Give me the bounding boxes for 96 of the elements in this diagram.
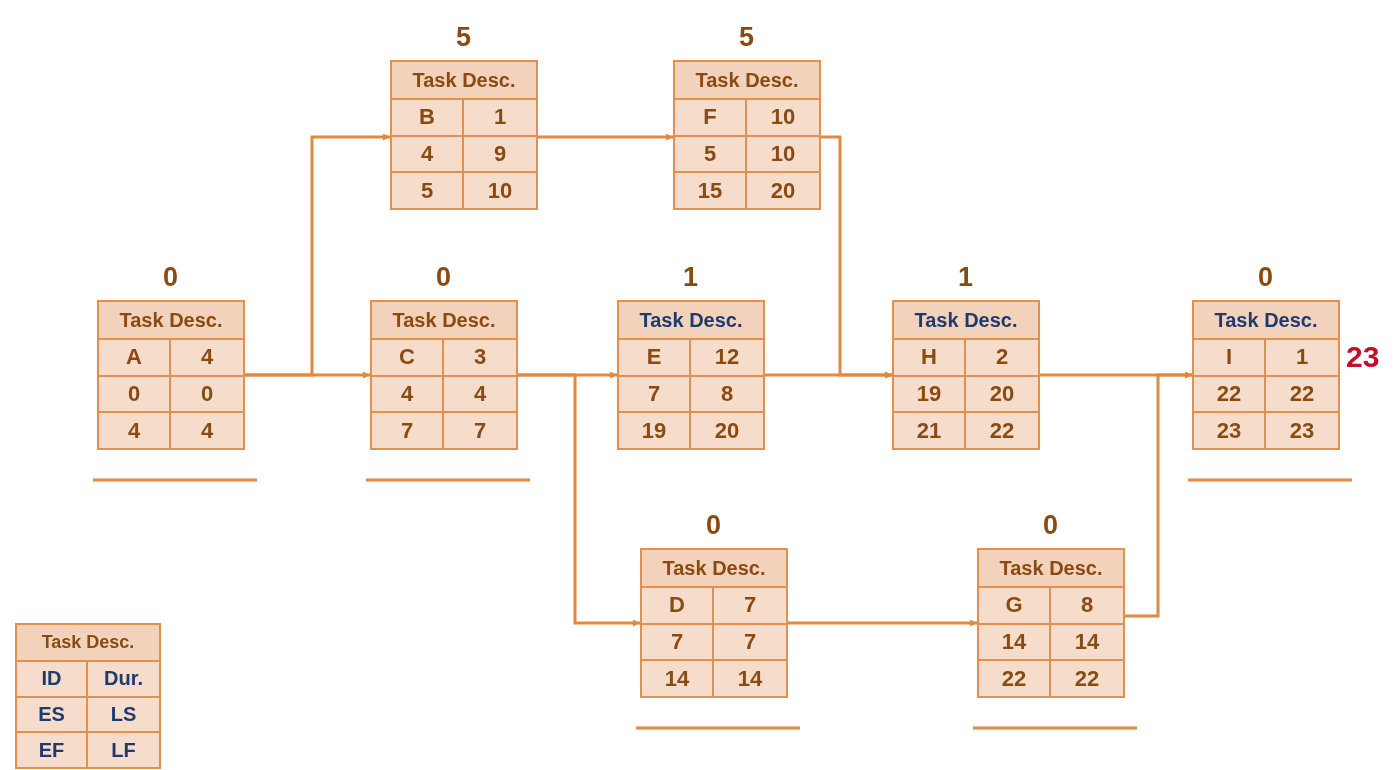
slack-value: 5 xyxy=(739,22,755,53)
early-finish: 4 xyxy=(99,411,171,448)
early-start: 7 xyxy=(619,374,691,412)
arrow xyxy=(1125,371,1192,618)
activity-id: D xyxy=(642,586,714,623)
activity-table xyxy=(673,60,821,210)
late-finish: 20 xyxy=(691,411,763,448)
early-finish: 19 xyxy=(619,411,691,448)
late-start: 9 xyxy=(464,134,536,172)
early-finish: 22 xyxy=(979,659,1051,696)
early-finish: 14 xyxy=(642,659,714,696)
slack-value: 1 xyxy=(683,262,699,293)
slack-value: 1 xyxy=(958,262,974,293)
task-description-header: Task Desc. xyxy=(675,62,819,98)
early-start: 0 xyxy=(99,374,171,412)
late-start: 14 xyxy=(1051,622,1123,660)
late-start: 0 xyxy=(171,374,243,412)
slack-value: 5 xyxy=(456,22,472,53)
activity-id: ID xyxy=(17,660,88,696)
arrow xyxy=(538,133,673,141)
late-start: 4 xyxy=(444,374,516,412)
activity-id: F xyxy=(675,98,747,135)
activity-id: I xyxy=(1194,338,1266,375)
late-finish: 7 xyxy=(444,411,516,448)
duration: 1 xyxy=(464,98,536,135)
duration: 3 xyxy=(444,338,516,375)
late-start: 20 xyxy=(966,374,1038,412)
late-finish: 23 xyxy=(1266,411,1338,448)
early-start: 4 xyxy=(372,374,444,412)
late-start: LS xyxy=(88,695,159,732)
slack-value: 0 xyxy=(1043,510,1059,541)
late-finish: 14 xyxy=(714,659,786,696)
arrow xyxy=(245,371,370,379)
task-description-header: Task Desc. xyxy=(99,302,243,338)
activity-table xyxy=(617,300,765,450)
early-start: 22 xyxy=(1194,374,1266,412)
duration: 2 xyxy=(966,338,1038,375)
duration: 12 xyxy=(691,338,763,375)
early-finish: 15 xyxy=(675,171,747,208)
activity-id: B xyxy=(392,98,464,135)
early-finish: 23 xyxy=(1194,411,1266,448)
slack-value: 0 xyxy=(163,262,179,293)
task-description-header: Task Desc. xyxy=(979,550,1123,586)
activity-id: A xyxy=(99,338,171,375)
duration: 7 xyxy=(714,586,786,623)
activity-table xyxy=(390,60,538,210)
activity-id: H xyxy=(894,338,966,375)
late-start: 10 xyxy=(747,134,819,172)
early-start: 5 xyxy=(675,134,747,172)
task-description-header: Task Desc. xyxy=(392,62,536,98)
activity-id: C xyxy=(372,338,444,375)
slack-value: 0 xyxy=(436,262,452,293)
activity-table xyxy=(1192,300,1340,450)
early-finish: EF xyxy=(17,731,88,767)
duration: 4 xyxy=(171,338,243,375)
activity-table xyxy=(97,300,245,450)
project-duration: 23 xyxy=(1346,340,1380,374)
task-description-header: Task Desc. xyxy=(17,625,159,661)
duration: Dur. xyxy=(88,660,159,696)
early-start: 14 xyxy=(979,622,1051,660)
duration: 8 xyxy=(1051,586,1123,623)
slack-value: 0 xyxy=(1258,262,1274,293)
task-description-header: Task Desc. xyxy=(372,302,516,338)
late-start: 7 xyxy=(714,622,786,660)
late-finish: 22 xyxy=(1051,659,1123,696)
early-finish: 5 xyxy=(392,171,464,208)
late-start: 8 xyxy=(691,374,763,412)
task-description-header: Task Desc. xyxy=(619,302,763,338)
late-finish: 10 xyxy=(464,171,536,208)
activity-table xyxy=(977,548,1125,698)
late-finish: LF xyxy=(88,731,159,767)
activity-table xyxy=(640,548,788,698)
late-finish: 4 xyxy=(171,411,243,448)
early-start: ES xyxy=(17,695,88,732)
early-finish: 21 xyxy=(894,411,966,448)
activity-table xyxy=(892,300,1040,450)
early-finish: 7 xyxy=(372,411,444,448)
task-description-header: Task Desc. xyxy=(894,302,1038,338)
early-start: 7 xyxy=(642,622,714,660)
activity-table xyxy=(15,623,161,769)
arrow xyxy=(518,373,640,627)
activity-id: G xyxy=(979,586,1051,623)
late-start: 22 xyxy=(1266,374,1338,412)
arrow xyxy=(788,619,977,627)
slack-value: 0 xyxy=(706,510,722,541)
arrow xyxy=(821,135,892,379)
early-start: 4 xyxy=(392,134,464,172)
task-description-header: Task Desc. xyxy=(642,550,786,586)
late-finish: 20 xyxy=(747,171,819,208)
early-start: 19 xyxy=(894,374,966,412)
activity-table xyxy=(370,300,518,450)
duration: 10 xyxy=(747,98,819,135)
late-finish: 22 xyxy=(966,411,1038,448)
task-description-header: Task Desc. xyxy=(1194,302,1338,338)
duration: 1 xyxy=(1266,338,1338,375)
activity-id: E xyxy=(619,338,691,375)
